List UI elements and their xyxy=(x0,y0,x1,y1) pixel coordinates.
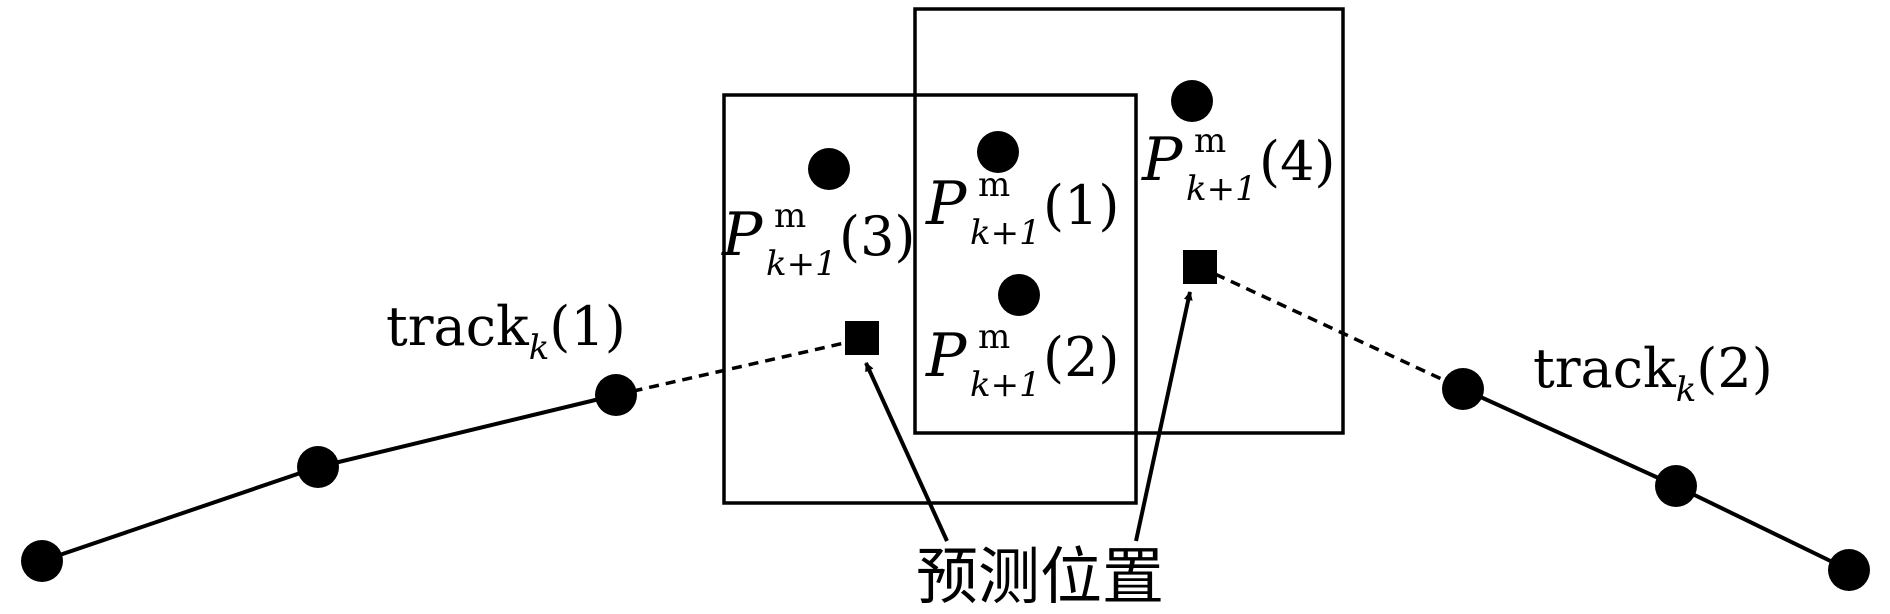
pointer-arrow-2 xyxy=(1134,291,1193,542)
svg-text:m: m xyxy=(978,317,1010,357)
track-2-path xyxy=(1199,265,1870,591)
measurement-label-4: P m k+1 (4) xyxy=(1141,121,1336,209)
measurement-point-1 xyxy=(977,131,1019,173)
track-2-segment xyxy=(1462,387,1677,488)
track-1-segment xyxy=(317,393,617,469)
svg-text:m: m xyxy=(978,165,1010,205)
track-1-prediction-dashed-line xyxy=(615,337,863,397)
svg-text:k+1: k+1 xyxy=(970,213,1041,253)
measurement-point-4 xyxy=(1171,80,1213,122)
track-2-segment xyxy=(1675,484,1850,572)
track-1-path xyxy=(21,337,863,582)
svg-text:P: P xyxy=(721,200,764,270)
svg-text:(3): (3) xyxy=(839,205,916,268)
track-1-point xyxy=(21,540,63,582)
gate-rectangle-right xyxy=(913,7,1345,435)
track-2-point xyxy=(1442,368,1484,410)
svg-text:k+1: k+1 xyxy=(970,365,1041,405)
svg-text:P: P xyxy=(1141,125,1184,195)
predicted-position-square-2 xyxy=(1183,250,1217,284)
svg-text:m: m xyxy=(774,196,806,236)
svg-text:m: m xyxy=(1194,121,1226,161)
track-1-segment xyxy=(41,465,319,563)
svg-text:k+1: k+1 xyxy=(1186,169,1257,209)
track-2-prediction-dashed-line xyxy=(1199,265,1464,391)
measurement-point-3 xyxy=(808,148,850,190)
track-1-point xyxy=(297,446,339,488)
svg-text:(4): (4) xyxy=(1259,130,1336,193)
measurement-label-2: P m k+1 (2) xyxy=(925,317,1120,405)
predicted-position-label: 预测位置 xyxy=(916,540,1164,613)
svg-text:(2): (2) xyxy=(1043,326,1120,389)
measurement-label-3: P m k+1 (3) xyxy=(721,196,916,284)
svg-text:P: P xyxy=(925,169,968,239)
gate-rectangle-left xyxy=(722,93,1138,505)
svg-text:(1): (1) xyxy=(1043,174,1120,237)
track-2-label: trackk(2) xyxy=(1533,337,1773,410)
pointer-arrow-1 xyxy=(864,362,949,542)
track-2-point xyxy=(1655,465,1697,507)
track-1-point xyxy=(595,374,637,416)
measurement-label-1: P m k+1 (1) xyxy=(925,165,1120,253)
svg-text:k+1: k+1 xyxy=(766,244,837,284)
predicted-position-square-1 xyxy=(845,321,879,355)
svg-text:P: P xyxy=(925,321,968,391)
track-2-point xyxy=(1828,549,1870,591)
track-1-label: trackk(1) xyxy=(386,295,626,368)
measurement-point-2 xyxy=(998,274,1040,316)
